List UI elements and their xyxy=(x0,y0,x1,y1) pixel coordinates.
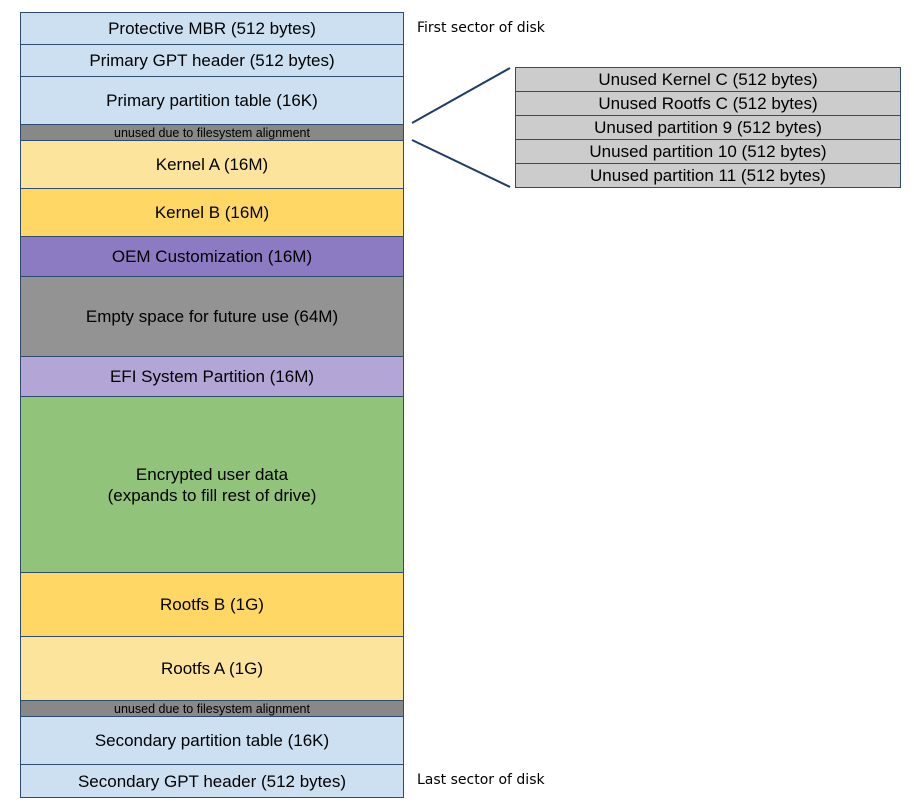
block-rootfs-a: Rootfs A (1G) xyxy=(20,636,404,701)
block-secondary-partition-table: Secondary partition table (16K) xyxy=(20,716,404,765)
block-kernel-b: Kernel B (16M) xyxy=(20,188,404,237)
block-protective-mbr: Protective MBR (512 bytes) xyxy=(20,12,404,45)
block-alignment-gap-top: unused due to filesystem alignment xyxy=(20,124,404,141)
unused-row-partition-11: Unused partition 11 (512 bytes) xyxy=(515,163,901,188)
block-efi-system-partition: EFI System Partition (16M) xyxy=(20,356,404,397)
block-alignment-gap-bottom: unused due to filesystem alignment xyxy=(20,700,404,717)
block-kernel-a: Kernel A (16M) xyxy=(20,140,404,189)
first-sector-note: First sector of disk xyxy=(417,20,545,36)
block-rootfs-b: Rootfs B (1G) xyxy=(20,572,404,637)
block-encrypted-user-data: Encrypted user data (expands to fill res… xyxy=(20,396,404,573)
block-empty-space: Empty space for future use (64M) xyxy=(20,276,404,357)
unused-row-kernel-c: Unused Kernel C (512 bytes) xyxy=(515,67,901,92)
last-sector-note: Last sector of disk xyxy=(417,772,545,788)
block-primary-partition-table: Primary partition table (16K) xyxy=(20,76,404,125)
connector-line-bottom xyxy=(411,139,511,188)
connector-line-top xyxy=(411,67,511,124)
unused-row-partition-10: Unused partition 10 (512 bytes) xyxy=(515,139,901,164)
block-oem-customization: OEM Customization (16M) xyxy=(20,236,404,277)
unused-row-rootfs-c: Unused Rootfs C (512 bytes) xyxy=(515,91,901,116)
unused-row-partition-9: Unused partition 9 (512 bytes) xyxy=(515,115,901,140)
block-primary-gpt-header: Primary GPT header (512 bytes) xyxy=(20,44,404,77)
block-secondary-gpt-header: Secondary GPT header (512 bytes) xyxy=(20,764,404,798)
